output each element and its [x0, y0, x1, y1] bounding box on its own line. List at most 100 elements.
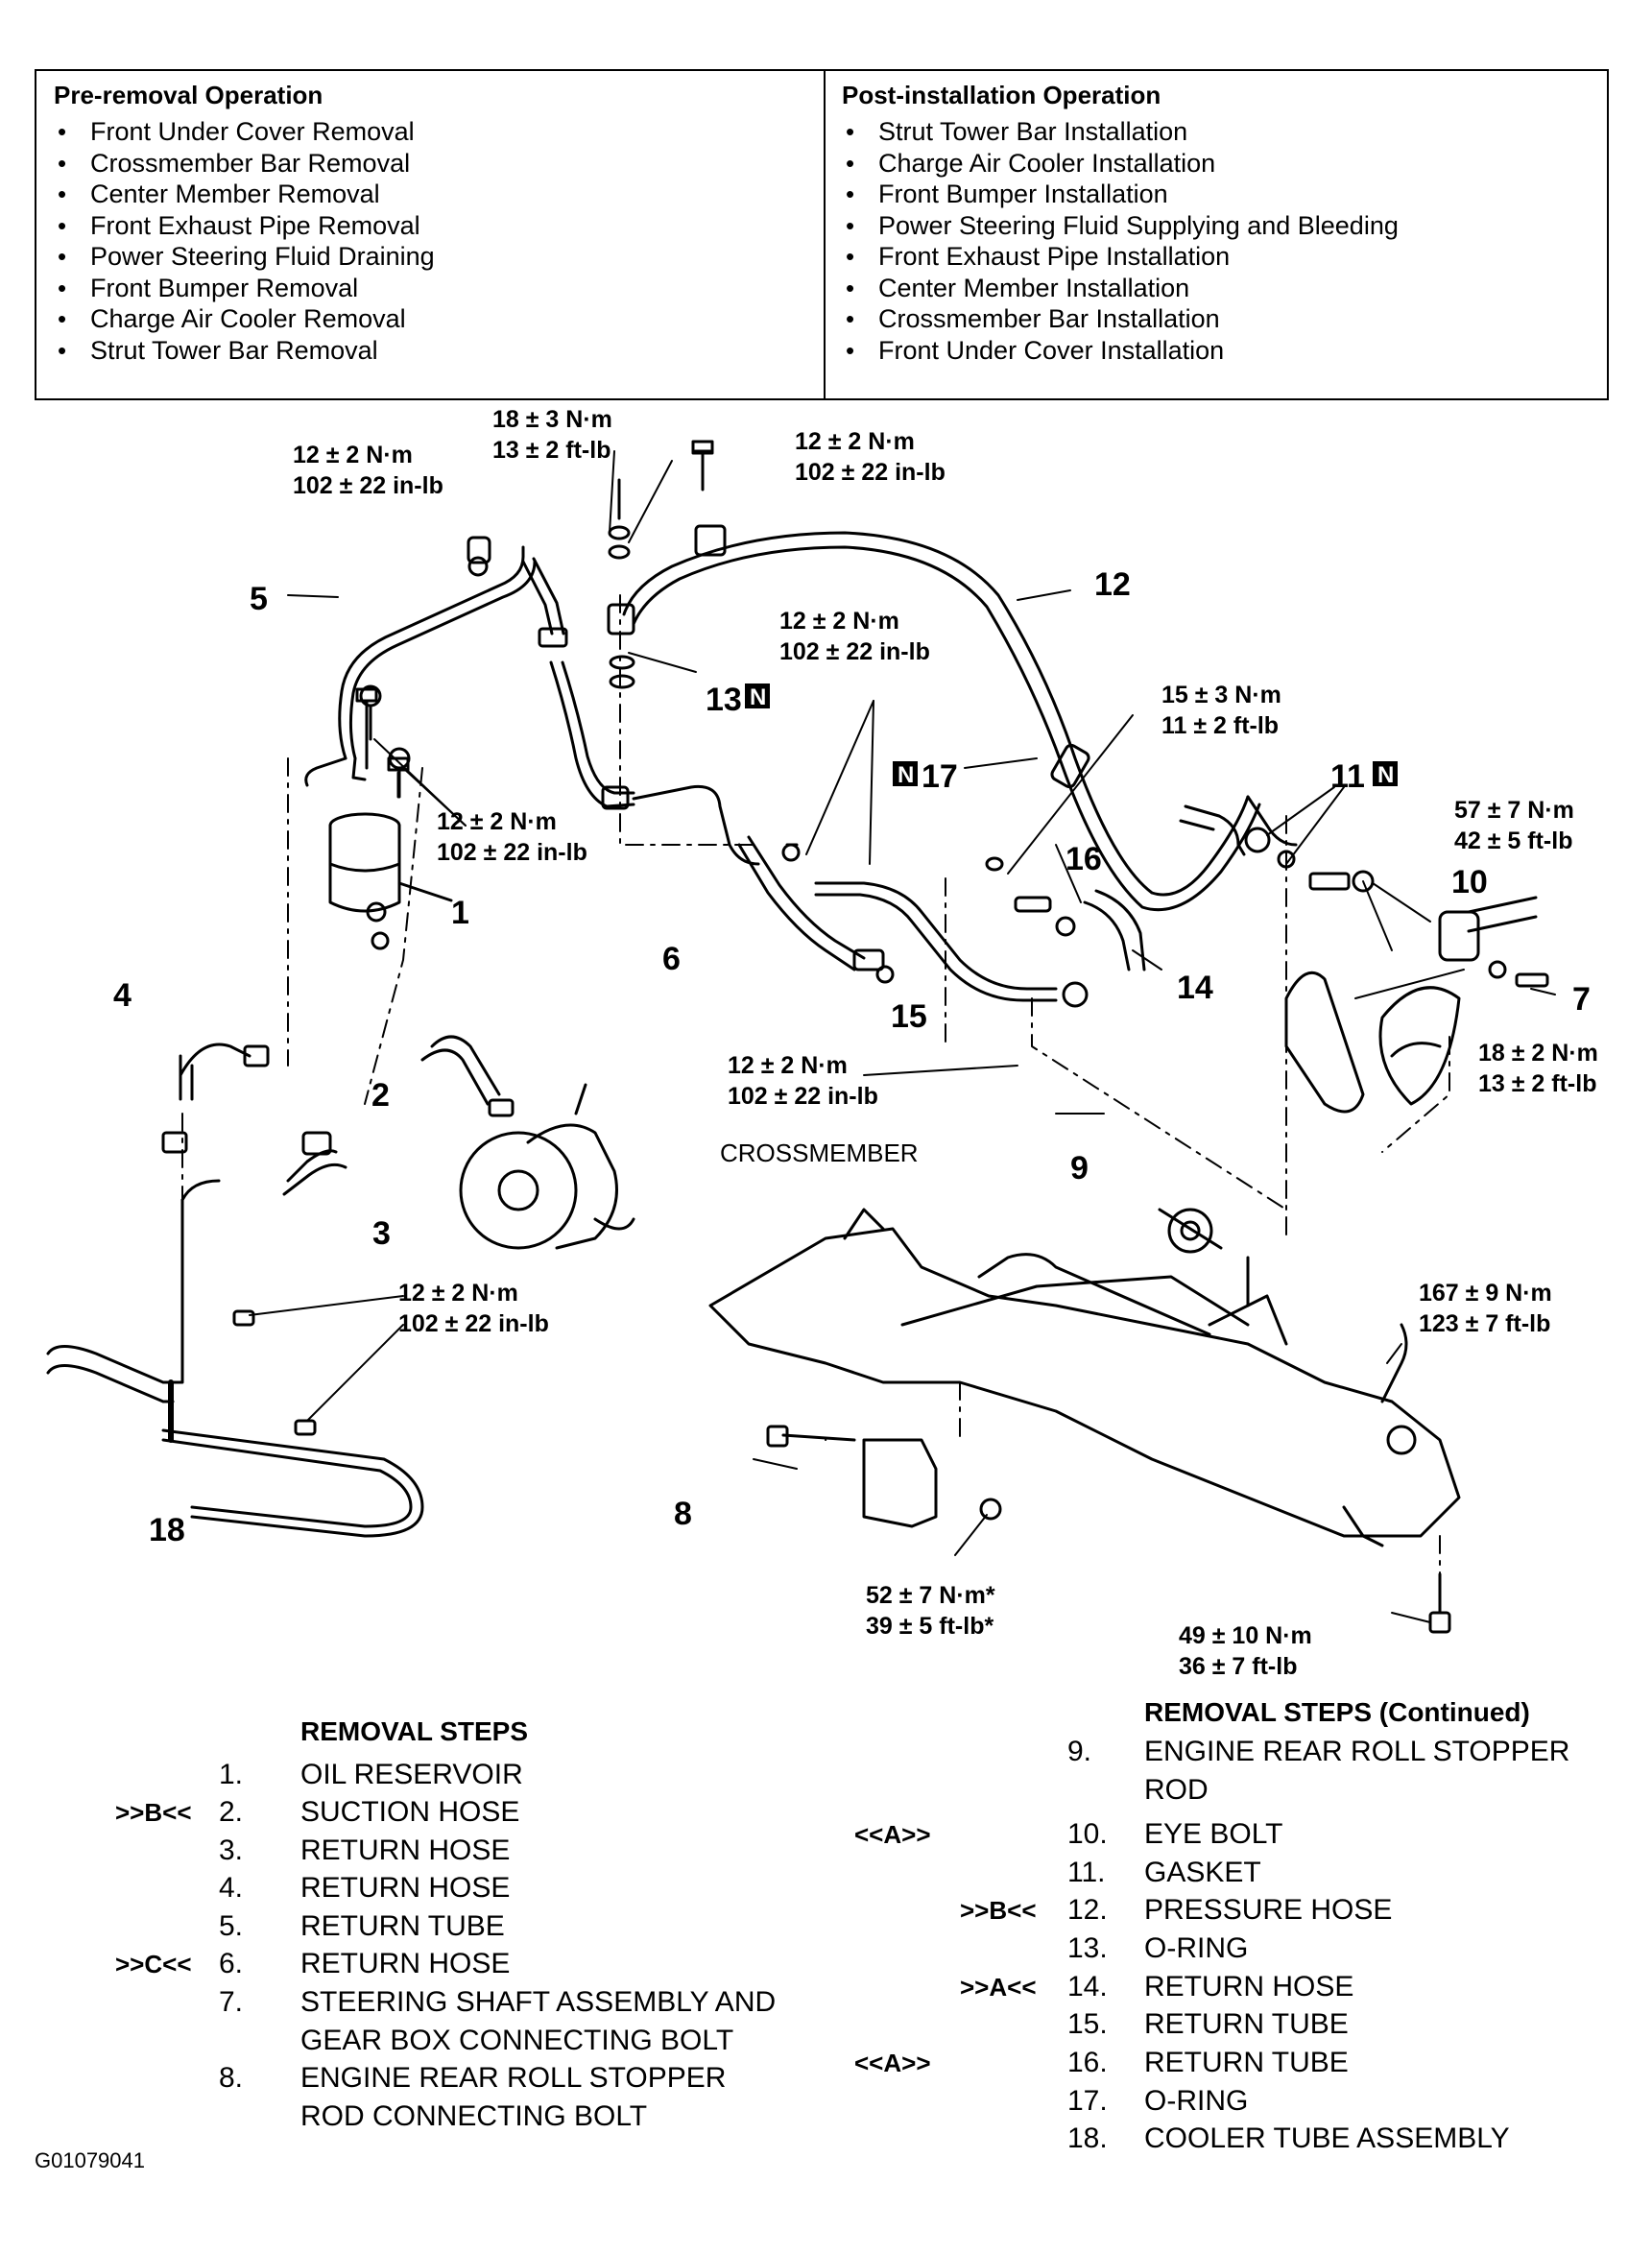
pre-removal-title: Pre-removal Operation — [54, 81, 323, 109]
oil-reservoir-drawing — [328, 812, 453, 950]
post-installation-item: Front Bumper Installation — [842, 179, 1399, 210]
roll-stopper-bracket-drawing — [766, 1425, 1451, 1634]
step-text: RETURN TUBE — [1144, 2008, 1349, 2040]
step-number: 14. — [1067, 1971, 1108, 2002]
torque-metric: 12 ± 2 N·m — [795, 428, 915, 455]
post-installation-item: Center Member Installation — [842, 273, 1399, 304]
pressure-hose-drawing — [622, 524, 1298, 912]
step-text: COOLER TUBE ASSEMBLY — [1144, 2122, 1510, 2154]
torque-imperial: 39 ± 5 ft-lb* — [866, 1613, 994, 1640]
post-installation-item: Strut Tower Bar Installation — [842, 116, 1399, 148]
step-procedure-mark: >>C<< — [115, 1950, 192, 1978]
step-number: 5. — [219, 1910, 244, 1942]
step-text: ROD — [1144, 1774, 1209, 1806]
torque-imperial: 11 ± 2 ft-lb — [1161, 712, 1279, 739]
cooler-tube-assembly-drawing — [46, 1131, 424, 1538]
pre-removal-item: Power Steering Fluid Draining — [54, 241, 435, 273]
pre-removal-item: Front Exhaust Pipe Removal — [54, 210, 435, 242]
callout-17: 17 — [922, 758, 958, 795]
new-part-marks: N N N — [745, 683, 1398, 788]
torque-imperial: 102 ± 22 in-lb — [398, 1310, 549, 1337]
step-number: 8. — [219, 2062, 244, 2094]
pre-removal-item: Charge Air Cooler Removal — [54, 303, 435, 335]
callout-13: 13 — [706, 682, 742, 718]
callout-16: 16 — [1065, 841, 1102, 877]
step-number: 4. — [219, 1872, 244, 1904]
callout-8: 8 — [674, 1496, 692, 1532]
step-text: RETURN HOSE — [300, 1948, 511, 1979]
step-number: 1. — [219, 1759, 244, 1790]
removal-steps-title: REMOVAL STEPS — [300, 1716, 529, 1746]
step-procedure-mark: <<A>> — [854, 1820, 931, 1849]
step-text: RETURN TUBE — [1144, 2047, 1349, 2078]
step-text: RETURN HOSE — [300, 1872, 511, 1904]
step-procedure-mark: >>A<< — [960, 1973, 1037, 2002]
hose-bundle-drawing — [549, 594, 760, 866]
torque-metric: 12 ± 2 N·m — [728, 1052, 848, 1079]
suction-hose-drawing — [420, 1035, 515, 1117]
step-text: ENGINE REAR ROLL STOPPER — [1144, 1736, 1570, 1767]
step-number: 11. — [1067, 1857, 1106, 1888]
step-number: 18. — [1067, 2122, 1108, 2154]
return-tube-5-drawing — [338, 536, 568, 760]
step-number: 16. — [1067, 2047, 1108, 2078]
step-number: 7. — [219, 1986, 244, 2018]
callout-7: 7 — [1572, 981, 1591, 1018]
torque-metric: 12 ± 2 N·m — [398, 1280, 518, 1307]
callout-6: 6 — [662, 941, 681, 977]
eye-bolt-16-drawing — [945, 856, 1052, 1047]
torque-imperial: 102 ± 22 in-lb — [728, 1083, 878, 1110]
step-text: GEAR BOX CONNECTING BOLT — [300, 2025, 734, 2056]
step-text: OIL RESERVOIR — [300, 1759, 523, 1790]
step-number: 2. — [219, 1796, 244, 1828]
operations-divider — [824, 69, 826, 400]
torque-imperial: 13 ± 2 ft-lb — [1478, 1070, 1596, 1097]
torque-metric: 18 ± 3 N·m — [492, 406, 612, 433]
step-text: O-RING — [1144, 2085, 1249, 2117]
step-number: 13. — [1067, 1932, 1108, 1964]
torque-imperial: 102 ± 22 in-lb — [795, 459, 946, 486]
operations-table — [35, 69, 1609, 400]
o-ring-13-drawing — [607, 478, 635, 689]
power-steering-pump-drawing — [459, 1083, 635, 1250]
steering-shaft-joint-drawing — [1438, 896, 1549, 988]
return-hose-3-4-drawing — [179, 1043, 347, 1196]
step-number: 6. — [219, 1948, 244, 1979]
step-text: GASKET — [1144, 1857, 1261, 1888]
pre-removal-item: Center Member Removal — [54, 179, 435, 210]
callout-9: 9 — [1070, 1150, 1089, 1187]
callout-15: 15 — [891, 998, 927, 1035]
callout-12: 12 — [1094, 566, 1131, 603]
callout-11: 11 — [1330, 758, 1365, 795]
step-procedure-mark: >>B<< — [115, 1798, 192, 1827]
step-text: SUCTION HOSE — [300, 1796, 520, 1828]
steering-boot-cover-drawing — [1284, 971, 1461, 1114]
torque-metric: 15 ± 3 N·m — [1161, 682, 1281, 708]
step-text: ROD CONNECTING BOLT — [300, 2100, 648, 2132]
torque-metric: 57 ± 7 N·m — [1454, 797, 1574, 824]
pre-removal-list: Front Under Cover Removal Crossmember Ba… — [54, 116, 435, 366]
callout-1: 1 — [451, 895, 469, 931]
post-installation-list: Strut Tower Bar Installation Charge Air … — [842, 116, 1399, 366]
post-installation-item: Charge Air Cooler Installation — [842, 148, 1399, 180]
callout-labels: 1 2 3 4 5 6 7 8 9 10 11 12 13 14 15 16 1… — [113, 566, 1591, 1548]
callout-2: 2 — [371, 1077, 390, 1114]
torque-imperial: 36 ± 7 ft-lb — [1179, 1653, 1297, 1680]
pre-removal-section: Pre-removal Operation Front Under Cover … — [54, 81, 435, 366]
torque-imperial: 102 ± 22 in-lb — [779, 638, 930, 665]
step-number: 12. — [1067, 1894, 1108, 1926]
callout-3: 3 — [372, 1215, 391, 1252]
return-hose-upper-drawing — [304, 684, 411, 799]
step-text: RETURN HOSE — [1144, 1971, 1354, 2002]
post-installation-item: Front Exhaust Pipe Installation — [842, 241, 1399, 273]
step-number: 9. — [1067, 1736, 1092, 1767]
pre-removal-item: Front Under Cover Removal — [54, 116, 435, 148]
step-number: 17. — [1067, 2085, 1108, 2117]
torque-imperial: 102 ± 22 in-lb — [293, 472, 443, 499]
pre-removal-item: Crossmember Bar Removal — [54, 148, 435, 180]
new-part-mark-11: N — [1377, 762, 1394, 788]
step-number: 10. — [1067, 1818, 1108, 1850]
crossmember-label: CROSSMEMBER — [720, 1139, 919, 1167]
step-text: EYE BOLT — [1144, 1818, 1283, 1850]
step-procedure-mark: >>B<< — [960, 1896, 1037, 1925]
